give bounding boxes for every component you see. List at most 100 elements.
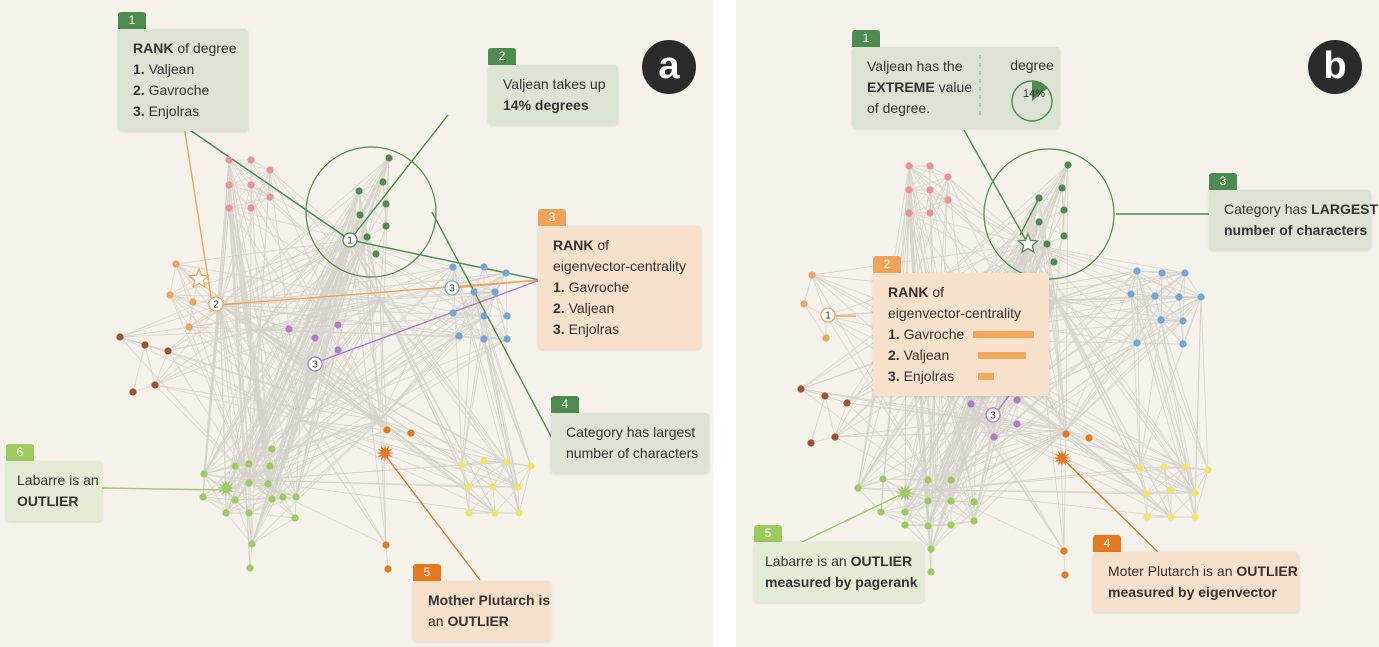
graph-edge xyxy=(366,236,381,301)
graph-edge xyxy=(461,464,494,488)
callout-b2-title: RANK of xyxy=(888,284,945,300)
graph-edge xyxy=(267,157,390,485)
graph-edge xyxy=(1027,243,1186,468)
graph-edge xyxy=(452,266,532,467)
graph-node xyxy=(225,156,233,164)
graph-edge xyxy=(975,419,1196,494)
graph-node xyxy=(129,388,137,396)
outlier-burst-node xyxy=(376,444,394,462)
graph-node xyxy=(1133,267,1141,275)
graph-edge xyxy=(154,384,381,421)
graph-edge xyxy=(1146,489,1172,518)
rank-number: 3 xyxy=(449,284,455,295)
graph-edge xyxy=(1146,489,1172,495)
graph-edge xyxy=(249,338,508,481)
graph-edge xyxy=(259,157,390,331)
graph-edge xyxy=(299,335,460,421)
graph-edge xyxy=(228,184,252,209)
callout-a1-line-1: 1. Valjean xyxy=(133,61,195,77)
graph-edge xyxy=(119,336,251,481)
graph-node xyxy=(379,178,387,186)
graph-edge xyxy=(234,236,368,467)
graph-edge xyxy=(225,498,273,514)
graph-node xyxy=(503,312,511,320)
graph-node xyxy=(480,457,488,465)
graph-edge xyxy=(811,243,1029,276)
graph-edge xyxy=(203,473,251,481)
graph-edge xyxy=(228,207,301,421)
graph-edge xyxy=(249,461,508,481)
graph-node xyxy=(502,269,510,277)
callout-a3-line-0: RANK of xyxy=(553,237,610,253)
graph-node xyxy=(382,541,390,549)
graph-node xyxy=(926,162,934,170)
graph-edge xyxy=(379,419,508,463)
graph-edge xyxy=(846,402,937,491)
graph-node xyxy=(363,233,371,241)
graph-edge xyxy=(975,419,1186,468)
graph-edge xyxy=(1130,293,1141,469)
graph-edge xyxy=(483,338,532,467)
graph-edge xyxy=(1130,293,1196,494)
graph-node xyxy=(1050,258,1058,266)
graph-edge xyxy=(132,384,156,393)
graph-edge xyxy=(993,415,1067,431)
graph-edge xyxy=(1065,164,1069,431)
graph-node xyxy=(1143,490,1151,498)
graph-edge xyxy=(1063,429,1067,552)
graph-edge xyxy=(1065,270,1138,431)
graph-edge xyxy=(250,169,271,186)
graph-edge xyxy=(349,239,519,488)
graph-edge xyxy=(880,500,929,513)
graph-edge xyxy=(249,328,290,481)
graph-edge xyxy=(1065,342,1138,431)
graph-edge xyxy=(1038,221,1057,301)
graph-edge xyxy=(517,465,532,488)
graph-edge xyxy=(225,512,253,545)
annotation-layer xyxy=(99,114,554,581)
callout-number-b2: 2 xyxy=(873,256,901,273)
graph-edge xyxy=(468,486,494,514)
graph-node xyxy=(199,493,207,501)
callout-b5-line-0: Labarre is an OUTLIER xyxy=(765,553,913,569)
panel-badge-b: b xyxy=(1308,40,1362,94)
graph-node xyxy=(385,154,393,162)
callout-number-b4: 4 xyxy=(1093,535,1121,552)
graph-node xyxy=(947,521,955,529)
graph-edge xyxy=(904,524,932,550)
graph-node xyxy=(266,193,274,201)
graph-edge xyxy=(249,543,253,569)
graph-edge xyxy=(1184,272,1202,298)
rank-row: 3. Enjolras xyxy=(888,366,1034,387)
graph-edge xyxy=(834,429,1067,438)
connector-line xyxy=(963,129,1029,245)
graph-edge xyxy=(904,500,929,526)
graph-edge xyxy=(358,190,387,227)
callout-number-a6: 6 xyxy=(6,444,34,461)
rank-number: 2 xyxy=(213,300,219,311)
connector-line xyxy=(384,454,481,581)
star-node xyxy=(187,267,211,289)
graph-edge xyxy=(882,478,906,513)
connector-line xyxy=(1061,457,1159,553)
graph-node xyxy=(947,476,955,484)
graph-edge xyxy=(1170,492,1196,518)
graph-edge xyxy=(379,419,463,466)
graph-edge xyxy=(228,196,271,209)
graph-node xyxy=(1151,292,1159,300)
graph-edge xyxy=(492,461,508,488)
graph-node xyxy=(455,332,463,340)
graph-node xyxy=(822,334,830,342)
callout-a3-line-1: eigenvector-centrality xyxy=(553,258,687,274)
graph-edge xyxy=(379,299,508,340)
graph-edge xyxy=(1130,293,1138,344)
graph-node xyxy=(141,341,149,349)
graph-edge xyxy=(810,395,826,444)
graph-node xyxy=(311,334,319,342)
